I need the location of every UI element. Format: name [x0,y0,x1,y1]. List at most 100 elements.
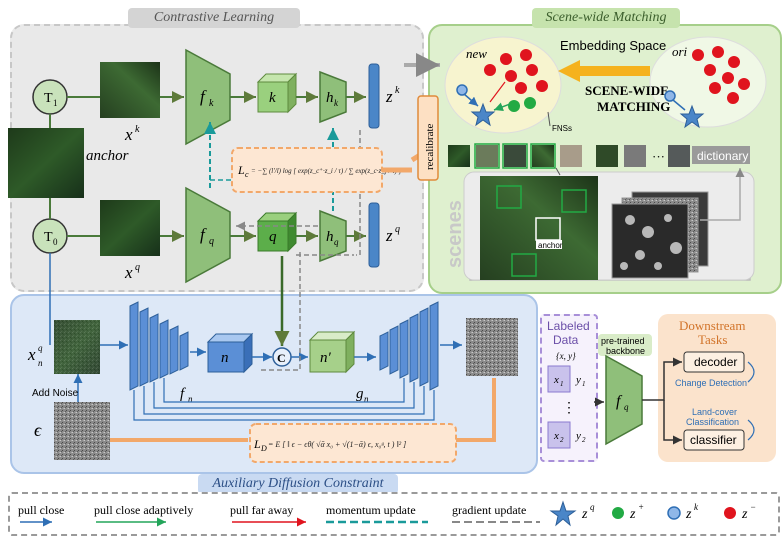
pretrained-label-box [598,334,652,356]
negative-points-new [484,49,548,94]
embedding-space-label: Embedding Space [560,38,666,53]
auxiliary-panel-title: Auxiliary Diffusion Constraint [198,474,398,494]
diffusion-loss-box [249,423,457,463]
y1-sub: 1 [582,380,586,388]
dictionary-label: dictionary [697,149,748,163]
legend-zminus: z [741,507,748,522]
zk-sup: k [395,85,400,96]
xn-label: x [27,345,36,364]
positive-points-new [508,97,536,112]
legend-pull-close: pull close [18,503,64,517]
n-label: n [221,350,229,366]
gn-label: g [356,386,364,402]
labeled-data-title-2: Data [553,333,579,347]
land-cover-label-2: Classification [686,417,739,427]
downstream-title-1: Downstream [679,318,745,333]
legend-zplus-sup: + [638,502,644,512]
labeled-pair: {x, y} [556,351,576,361]
ld-sub: D [260,444,267,453]
n-cube [206,332,254,374]
xk-image [100,62,160,118]
q-cube [256,211,298,253]
legend-zminus-sup: − [750,502,756,512]
t0-label: T [44,230,53,245]
epsilon-label: ϵ [34,420,42,440]
lc-symbol: L [237,163,245,177]
hk-sub: k [334,98,339,108]
zk-vector [368,63,380,129]
dictionary-thumbnails [448,143,690,169]
xn-sup: q [38,343,43,353]
scene-panel-title: Scene-wide Matching [532,8,680,28]
ld-formula: = E [ ‖ ϵ − ϵθ( √ᾱ x₀ + √(1−ᾱ) ϵ, x₀ᵍ, t… [268,440,406,449]
gn-sub: n [364,394,369,404]
land-cover-label-1: Land-cover [692,407,737,417]
skip-connections [133,378,435,421]
x2-sub: 2 [560,436,564,444]
zq-sup: q [395,224,400,235]
ori-label: ori [672,44,688,59]
anchor-image [8,128,84,198]
zq-star-new [470,102,496,127]
change-detection-label: Change Detection [675,378,747,388]
y2-label: y [575,430,581,442]
pretrained-label-1: pre-trained [601,336,645,346]
nprime-cube [308,330,356,374]
x1-label: x [553,374,559,386]
gn-decoder-stack [379,301,439,391]
fq-label: f [200,225,207,244]
legend-zk-sup: k [694,502,699,512]
matching-label-1: SCENE-WIDE [585,83,669,98]
decoder-label: decoder [694,355,737,369]
legend-pull-far-away: pull far away [230,503,293,517]
decoder-box [683,351,745,373]
pretrained-fq [605,354,643,446]
new-label: new [466,46,487,61]
legend-zq: z [581,507,588,522]
scene-image-main [480,176,598,280]
zq-label: z [385,226,393,245]
zq-vector [368,202,380,268]
xq-sup: q [135,262,140,273]
y1-label: y [575,374,581,386]
lc-sub: c [245,170,249,179]
matching-label-2: MATCHING [597,99,670,114]
labeled-dots: ⋮ [562,401,576,416]
q-label: q [269,229,277,245]
fq-encoder [185,186,231,284]
ld-symbol: L [253,437,261,451]
scenes-label: scenes [444,200,466,268]
t0-sub: 0 [53,237,58,247]
fq-sub: q [209,236,214,247]
hk-label: h [326,90,334,106]
pretrained-fq-label: f [616,393,623,410]
xq-image [100,200,160,256]
t1-label: T [44,91,53,106]
downstream-title-2: Tasks [698,332,727,347]
pretrained-label-2: backbone [606,346,645,356]
fns-label: FNSs [552,124,572,133]
legend-zq-sup: q [590,502,595,512]
k-label: k [269,90,276,106]
fk-encoder [185,48,231,146]
y2-sub: 2 [582,436,586,444]
recalibrate-box [417,95,439,181]
nprime-label: n′ [320,350,332,366]
contrastive-panel-title: Contrastive Learning [128,8,300,28]
classifier-label: classifier [690,433,737,447]
zk-point-new [456,84,468,96]
hq-head [319,209,347,263]
fn-sub: n [188,394,193,404]
zk-label: z [385,87,393,106]
legend-pull-close-adaptively: pull close adaptively [94,503,193,517]
fk-label: f [200,87,207,106]
legend-zk: z [685,507,692,522]
lc-formula: = −∑ (l′/l) log [ exp(z_c⁺·z_i / τ) / ∑ … [251,167,402,175]
scene-anchor-tag [536,240,562,249]
scene-anchor-label: anchor [538,241,563,250]
x1-sub: 1 [560,380,564,388]
dictionary-label-box [692,146,750,164]
x1-sample [547,365,571,393]
xn-sub: n [38,358,43,368]
